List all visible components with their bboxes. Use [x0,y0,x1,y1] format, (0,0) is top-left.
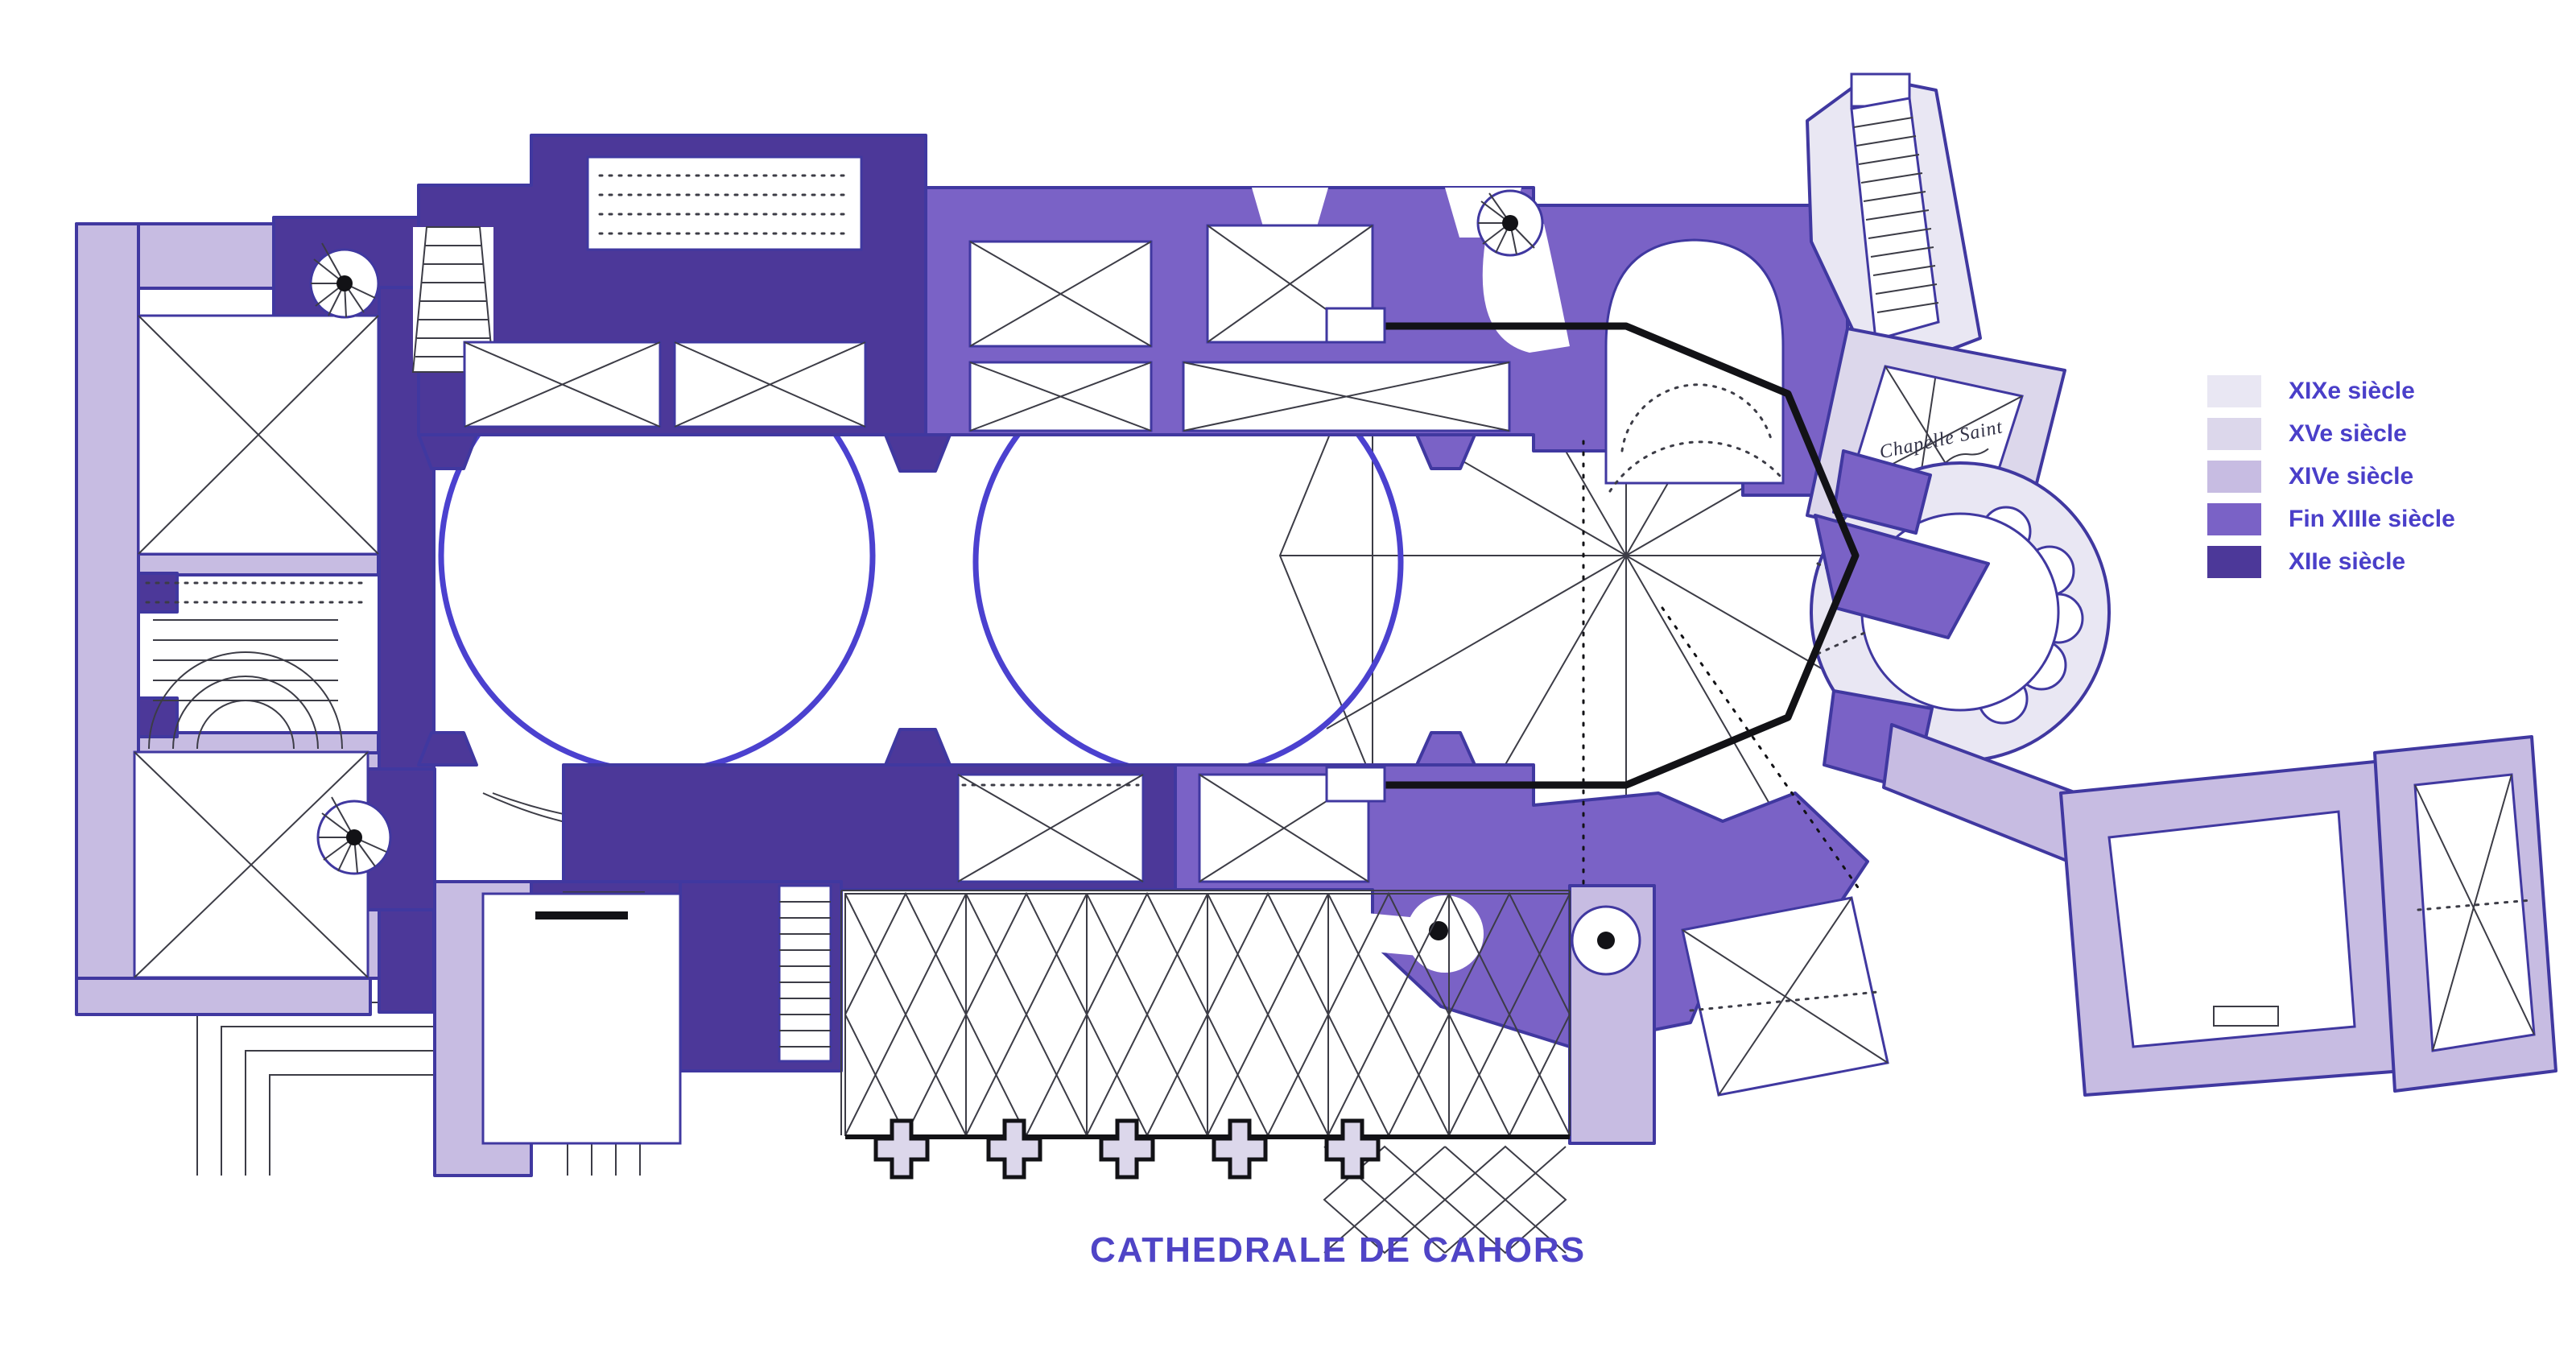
spiral-staircase-northeast [1476,189,1570,353]
stair-steps [1853,117,1939,313]
south-chapel [956,773,1145,883]
spiral-staircase-southwest [316,796,392,875]
pulpit-keyhole [1328,895,1484,973]
north-chapel [463,341,662,428]
cloister-gallery [433,880,1571,1254]
cloister-piers [873,1118,1381,1180]
legend-label: XIXe siècle [2289,378,2415,404]
organ-tribune-room [586,155,863,251]
southeast-room [1681,896,1889,1097]
altar-bar [535,911,628,919]
legend-label: XIIe siècle [2289,548,2406,575]
west-tower-room-north [137,314,380,556]
legend-item-fin-xiii: Fin XIIIe siècle [2207,503,2455,535]
north-chapel [673,341,867,428]
cloister-vault-bay [1206,891,1330,1138]
north-chapel [968,240,1153,348]
legend-item-xv: XVe siècle [2207,418,2455,450]
axis-dotted-lines [1582,440,1861,891]
cloister-vault-bay [1443,1145,1567,1254]
cloister-vault-bay [1085,891,1209,1138]
page-title: CATHEDRALE DE CAHORS [1089,1230,1587,1270]
northeast-stair-tower [1806,72,1982,380]
portal-tick-rows [145,581,368,604]
cloister-stair [778,884,832,1063]
nave-north-wall-xii [411,134,927,436]
legend: XIXe siècle XVe siècle XIVe siècle Fin X… [2207,375,2455,578]
west-portal [145,581,368,750]
cloister-west-room [433,880,682,1177]
legend-swatch-xii [2207,546,2261,578]
legend-swatch-xiv [2207,461,2261,493]
legend-label: Fin XIIIe siècle [2289,506,2455,532]
legend-item-xiv: XIVe siècle [2207,461,2455,493]
nave-north-wall-fin-xiii [924,186,1849,497]
legend-item-xix: XIXe siècle [2207,375,2455,407]
legend-label: XIVe siècle [2289,463,2414,490]
legend-swatch-fin-xiii [2207,503,2261,535]
cloister-vault-bay [1447,891,1571,1138]
legend-swatch-xv [2207,418,2261,450]
north-chapel [1182,361,1511,432]
east-annex-room-x [2413,773,2536,1052]
cloister-vault-bay [844,891,968,1138]
legend-item-xii: XIIe siècle [2207,546,2455,578]
nave-pillar-stubs [417,433,1476,767]
northeast-deep-chapel [1604,238,1785,493]
legend-swatch-xix [2207,375,2261,407]
sanctuary-outline [1325,307,1861,891]
spiral-staircase-northwest [309,242,380,319]
legend-label: XVe siècle [2289,420,2407,447]
stoup-keyhole [1571,905,1641,976]
cloister-vault-bay [964,891,1088,1138]
north-chapel [968,361,1153,432]
east-annex [1568,723,2557,1145]
